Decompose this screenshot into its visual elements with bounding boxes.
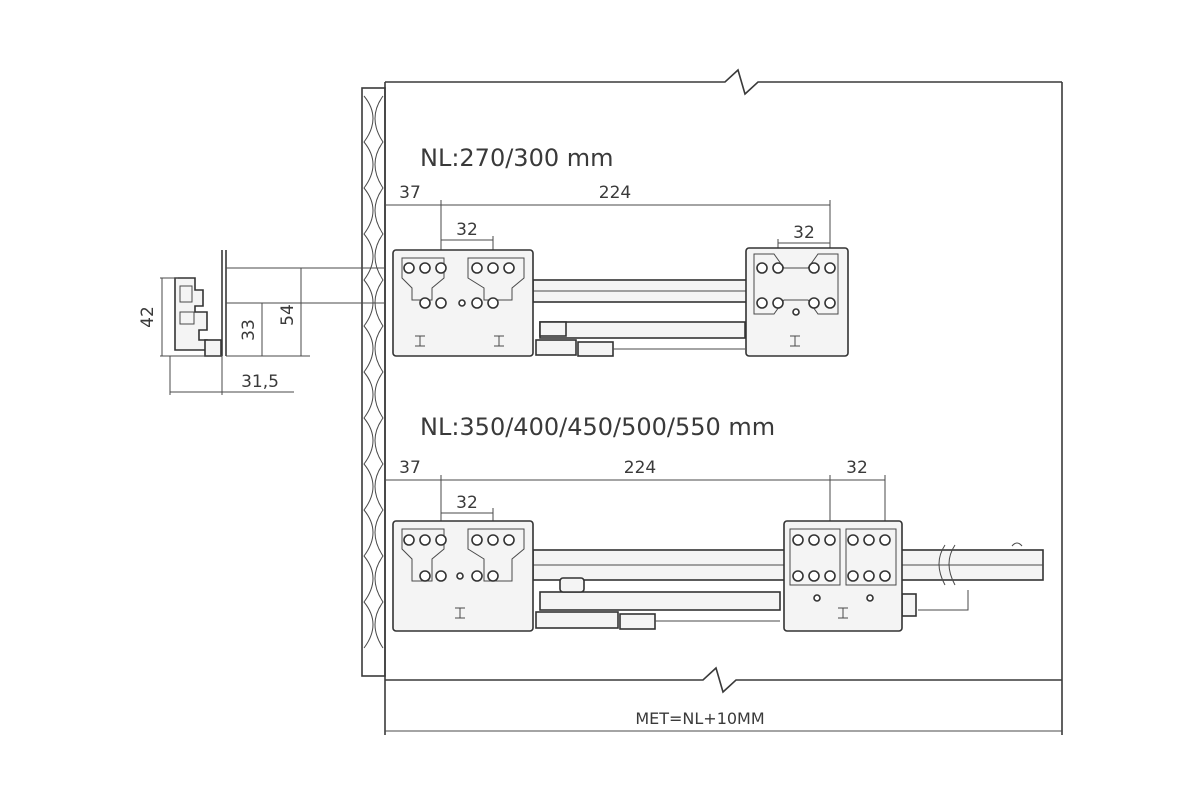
top-slide-runner: [532, 279, 749, 357]
top-section-title: NL:270/300 mm: [420, 144, 614, 172]
side-profile: [160, 250, 385, 395]
top-dim-left: 37: [399, 183, 421, 203]
bottom-rear-bracket: [783, 520, 903, 632]
top-dim-main: 224: [599, 183, 631, 203]
top-rear-bracket: [745, 247, 849, 357]
bottom-dim-pair-left: 32: [456, 493, 478, 513]
bottom-section-title: NL:350/400/450/500/550 mm: [420, 413, 775, 441]
bottom-dim-right: 32: [846, 458, 868, 478]
top-front-bracket-holes: [403, 262, 515, 347]
cabinet-side-wall: [361, 87, 386, 677]
dim-height-mid: 33: [239, 319, 259, 341]
bottom-dim-left: 37: [399, 458, 421, 478]
bottom-front-bracket-holes: [403, 534, 515, 619]
met-label: MET=NL+10MM: [635, 709, 764, 728]
bottom-slide-runner: [532, 542, 1044, 630]
dim-width: 31,5: [241, 372, 279, 392]
top-rear-bracket-holes: [756, 262, 836, 347]
dim-height-total: 42: [138, 306, 158, 328]
top-dim-pair-right: 32: [793, 223, 815, 243]
bottom-dim-main: 224: [624, 458, 656, 478]
bottom-rear-bracket-holes: [792, 534, 891, 619]
top-dim-pair-left: 32: [456, 220, 478, 240]
dim-height-max: 54: [278, 304, 298, 326]
